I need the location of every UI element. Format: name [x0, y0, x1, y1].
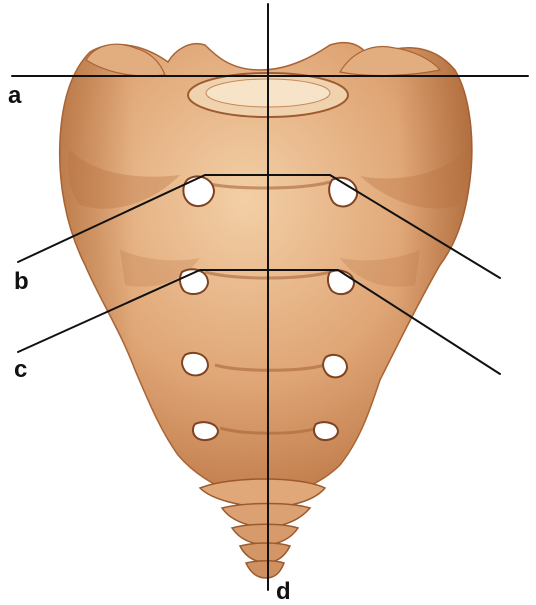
- label-d: d: [276, 580, 291, 604]
- foramen-s3-right: [323, 355, 347, 377]
- coccyx: [200, 479, 325, 578]
- label-c: c: [14, 358, 27, 382]
- foramen-s4-right: [314, 422, 338, 440]
- label-a: a: [8, 84, 21, 108]
- foramen-s4-left: [193, 422, 218, 440]
- foramen-s2-right: [328, 271, 354, 295]
- foramen-s1-left: [183, 176, 214, 206]
- label-b: b: [14, 270, 29, 294]
- foramen-s3-left: [182, 353, 208, 375]
